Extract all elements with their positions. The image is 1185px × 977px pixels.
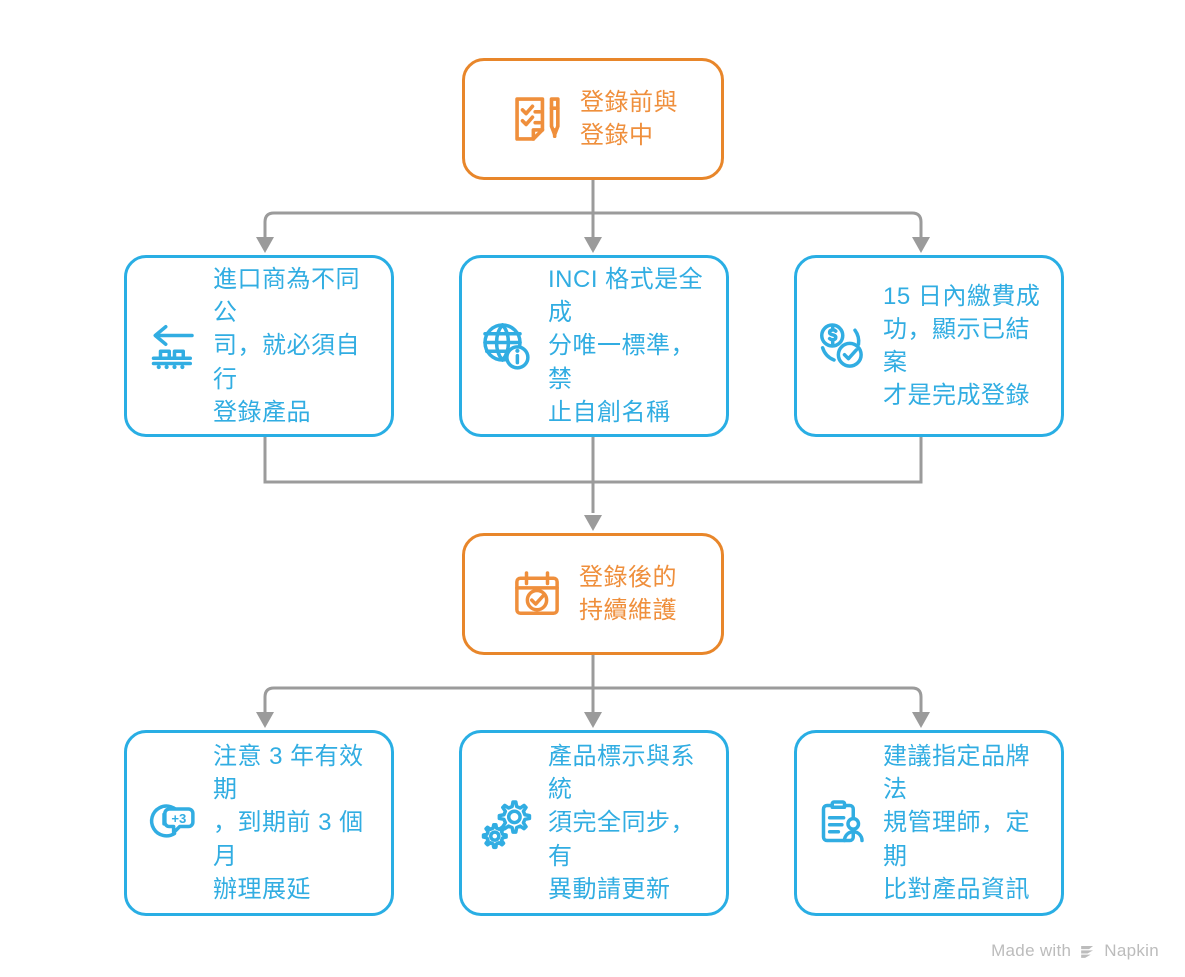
item-node-sync[interactable]: 產品標示與系統 須完全同步，有 異動請更新 xyxy=(459,730,729,916)
item-node-importer[interactable]: 進口商為不同公 司，就必須自行 登錄產品 xyxy=(124,255,394,437)
item-node-label: 注意 3 年有效期 ，到期前 3 個月 辦理展延 xyxy=(213,743,364,903)
made-with-label: Made with xyxy=(991,941,1072,960)
arrowhead-to-item-validity xyxy=(256,712,274,728)
clipboard-person-icon xyxy=(821,800,864,843)
calendar-check-icon xyxy=(515,571,559,615)
connector-merge-bus xyxy=(263,437,923,484)
clock-plus-three-icon: +3 xyxy=(149,804,195,838)
item-node-payment[interactable]: 15 日內繳費成 功，顯示已結案 才是完成登錄 xyxy=(794,255,1064,437)
money-check-icon xyxy=(820,323,863,368)
stage-node-label: 登錄後的 持續維護 xyxy=(579,563,677,624)
item-node-label: 產品標示與系統 須完全同步，有 異動請更新 xyxy=(548,743,695,903)
arrowhead-to-item-payment xyxy=(912,237,930,253)
napkin-brand-label: Napkin xyxy=(1104,941,1159,960)
item-node-label: 15 日內繳費成 功，顯示已結案 才是完成登錄 xyxy=(883,282,1041,410)
item-node-validity[interactable]: +3 注意 3 年有效期 ，到期前 3 個月 辦理展延 xyxy=(124,730,394,916)
item-node-label: INCI 格式是全成 分唯一標準，禁 止自創名稱 xyxy=(548,266,704,426)
item-node-label: 進口商為不同公 司，就必須自行 登錄產品 xyxy=(213,266,360,426)
arrowhead-to-stage-after xyxy=(584,515,602,531)
svg-text:+3: +3 xyxy=(171,811,186,826)
globe-info-icon xyxy=(483,323,530,370)
stage-node-after[interactable]: 登錄後的 持續維護 xyxy=(462,533,724,655)
napkin-logo-icon xyxy=(1081,945,1094,958)
stage-node-label: 登錄前與 登錄中 xyxy=(580,88,678,149)
arrowhead-to-item-sync xyxy=(584,712,602,728)
item-node-manager[interactable]: 建議指定品牌法 規管理師，定期 比對產品資訊 xyxy=(794,730,1064,916)
stage-node-before-during[interactable]: 登錄前與 登錄中 xyxy=(462,58,724,180)
arrowhead-to-item-importer xyxy=(256,237,274,253)
item-node-inci[interactable]: INCI 格式是全成 分唯一標準，禁 止自創名稱 xyxy=(459,255,729,437)
connector-mid-bus xyxy=(263,686,923,713)
clipboard-checklist-pen-icon xyxy=(515,97,560,141)
made-with-napkin-footer[interactable]: Made with Napkin xyxy=(991,941,1159,961)
conveyor-import-icon xyxy=(151,325,194,370)
arrowhead-to-item-inci xyxy=(584,237,602,253)
arrowhead-to-item-manager xyxy=(912,712,930,728)
gears-icon xyxy=(481,800,532,850)
connector-top-bus xyxy=(263,211,923,238)
item-node-label: 建議指定品牌法 規管理師，定期 比對產品資訊 xyxy=(883,743,1030,903)
